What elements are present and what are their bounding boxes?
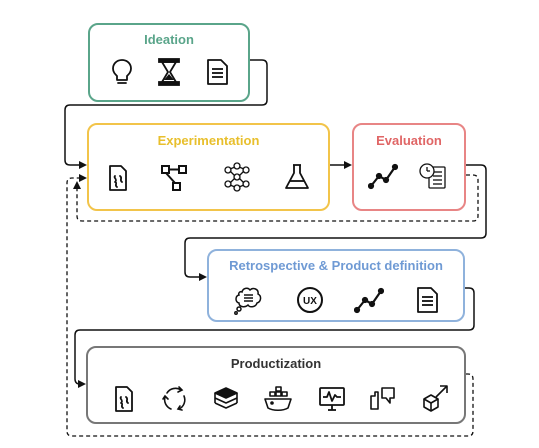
connector-evaluation-to-retrospective xyxy=(184,164,487,281)
code-file-icon xyxy=(102,163,132,193)
retrospective-stage: Retrospective & Product definition UX xyxy=(207,249,465,322)
monitor-pulse-icon xyxy=(317,384,347,414)
ideation-stage: Ideation xyxy=(88,23,250,102)
connector-ideation-to-experimentation xyxy=(64,59,268,169)
code-file-icon xyxy=(108,384,138,414)
cycle-arrows-icon xyxy=(160,384,190,414)
line-chart-icon xyxy=(368,161,398,191)
productization-stage: Productization xyxy=(86,346,466,424)
neural-network-icon xyxy=(222,162,252,192)
clock-checklist-icon xyxy=(418,161,448,191)
connector-retrospective-to-productization xyxy=(74,287,475,388)
document-icon xyxy=(412,285,442,315)
flask-icon xyxy=(282,162,312,192)
feedback-loop-evaluation xyxy=(73,174,479,222)
ux-badge-icon: UX xyxy=(295,285,325,315)
evaluation-title: Evaluation xyxy=(376,133,442,148)
workflow-nodes-icon xyxy=(159,163,189,193)
line-chart-icon xyxy=(354,285,384,315)
feedback-icon xyxy=(368,384,398,414)
experimentation-stage: Experimentation xyxy=(87,123,330,211)
evaluation-stage: Evaluation xyxy=(352,123,466,211)
experimentation-title: Experimentation xyxy=(157,133,260,148)
container-ship-icon xyxy=(263,384,293,414)
document-icon xyxy=(202,57,232,87)
svg-text:UX: UX xyxy=(303,296,317,307)
ideation-title: Ideation xyxy=(144,32,194,47)
productization-title: Productization xyxy=(230,356,322,371)
retrospective-title: Retrospective & Product definition xyxy=(229,258,443,273)
lightbulb-icon xyxy=(107,57,137,87)
feedback-loop-productization xyxy=(66,174,474,437)
hourglass-icon xyxy=(154,57,184,87)
speech-bubble-icon xyxy=(233,285,263,315)
layered-stack-icon xyxy=(211,384,241,414)
box-arrow-icon xyxy=(421,383,451,413)
